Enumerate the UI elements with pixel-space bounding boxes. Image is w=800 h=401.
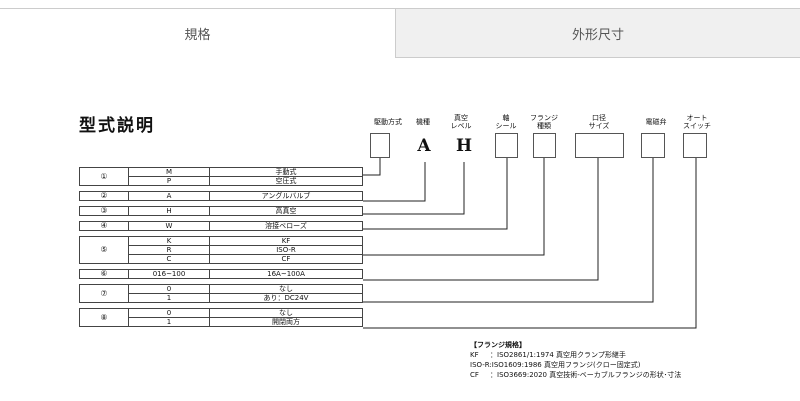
note-text: ：ISO2861/1:1974 真空用クランプ形継手 bbox=[490, 351, 626, 359]
note-text: :ISO1609:1986 真空用フランジ(クロー固定式) bbox=[489, 361, 641, 369]
code-letter-vacuum: H bbox=[455, 136, 473, 156]
option-description: あり：DC24V bbox=[209, 293, 363, 303]
note-item: KF ：ISO2861/1:1974 真空用クランプ形継手 bbox=[470, 350, 681, 360]
option-description: 溶接ベローズ bbox=[209, 221, 363, 231]
table-row: ② A アングルバルブ bbox=[79, 191, 363, 201]
option-description: 開閉両方 bbox=[209, 317, 363, 327]
flange-standards-notes: 【フランジ規格】 KF ：ISO2861/1:1974 真空用クランプ形継手 IS… bbox=[470, 340, 681, 380]
code-box-autoswitch bbox=[683, 133, 707, 158]
col-label-flange: フランジ 種類 bbox=[530, 114, 558, 130]
notes-header: 【フランジ規格】 bbox=[470, 341, 526, 349]
connector-flange bbox=[363, 158, 545, 256]
connector-size bbox=[363, 158, 599, 281]
option-description: アングルバルブ bbox=[209, 191, 363, 201]
tab-bar: 規格 外形尺寸 bbox=[0, 0, 800, 58]
code-letter-model: A bbox=[417, 136, 431, 156]
tab-dimensions[interactable]: 外形尺寸 bbox=[396, 8, 800, 58]
code-box-solenoid bbox=[641, 133, 665, 158]
connector-seal bbox=[363, 158, 508, 230]
note-text: ：ISO3669:2020 真空技術-ベーカブルフランジの形状･寸法 bbox=[490, 371, 682, 379]
table-row: ③ H 高真空 bbox=[79, 206, 363, 216]
col-label-solenoid: 電磁弁 bbox=[645, 118, 667, 126]
connector-vacuum bbox=[363, 162, 465, 215]
row-number: ⑤ bbox=[79, 236, 129, 264]
col-label-model: 機種 bbox=[416, 118, 430, 126]
connector-drive bbox=[363, 158, 381, 176]
row-number: ① bbox=[79, 167, 129, 186]
table-row: ⑥ 016~100 16A~100A bbox=[79, 269, 363, 279]
note-key: KF bbox=[470, 351, 479, 359]
option-description: CF bbox=[209, 254, 363, 264]
code-box-drive bbox=[370, 133, 390, 158]
table-row: 1 あり：DC24V bbox=[80, 293, 363, 303]
code-box-size bbox=[575, 133, 624, 158]
note-item: CF ：ISO3669:2020 真空技術-ベーカブルフランジの形状･寸法 bbox=[470, 370, 681, 380]
connector-autoswitch bbox=[363, 158, 697, 329]
option-description: 高真空 bbox=[209, 206, 363, 216]
note-key: ISO-R bbox=[470, 361, 490, 369]
col-label-seal: 軸 シール bbox=[495, 114, 517, 130]
tab-specs[interactable]: 規格 bbox=[0, 8, 396, 58]
code-box-seal bbox=[495, 133, 518, 158]
table-row: C CF bbox=[80, 254, 363, 264]
code-box-flange bbox=[533, 133, 556, 158]
connector-model bbox=[363, 162, 426, 202]
page-title: 型式説明 bbox=[79, 116, 155, 136]
note-item: ISO-R:ISO1609:1986 真空用フランジ(クロー固定式) bbox=[470, 360, 681, 370]
col-label-size: 口径 サイズ bbox=[588, 114, 610, 130]
option-description: 16A~100A bbox=[209, 269, 363, 279]
table-row: ④ W 溶接ベローズ bbox=[79, 221, 363, 231]
model-code-table: ① M 手動式 P 空圧式 ② A アングルバルブ ③ H 高真空 ④ W 溶接… bbox=[79, 167, 363, 327]
option-description: 空圧式 bbox=[209, 176, 363, 186]
connector-solenoid bbox=[363, 158, 654, 303]
table-row: 1 開閉両方 bbox=[80, 317, 363, 327]
col-label-drive: 駆動方式 bbox=[374, 118, 402, 126]
note-key: CF bbox=[470, 371, 479, 379]
col-label-vacuum: 真空 レベル bbox=[450, 114, 472, 130]
table-row: P 空圧式 bbox=[80, 176, 363, 186]
col-label-autoswitch: オート スイッチ bbox=[683, 114, 711, 130]
